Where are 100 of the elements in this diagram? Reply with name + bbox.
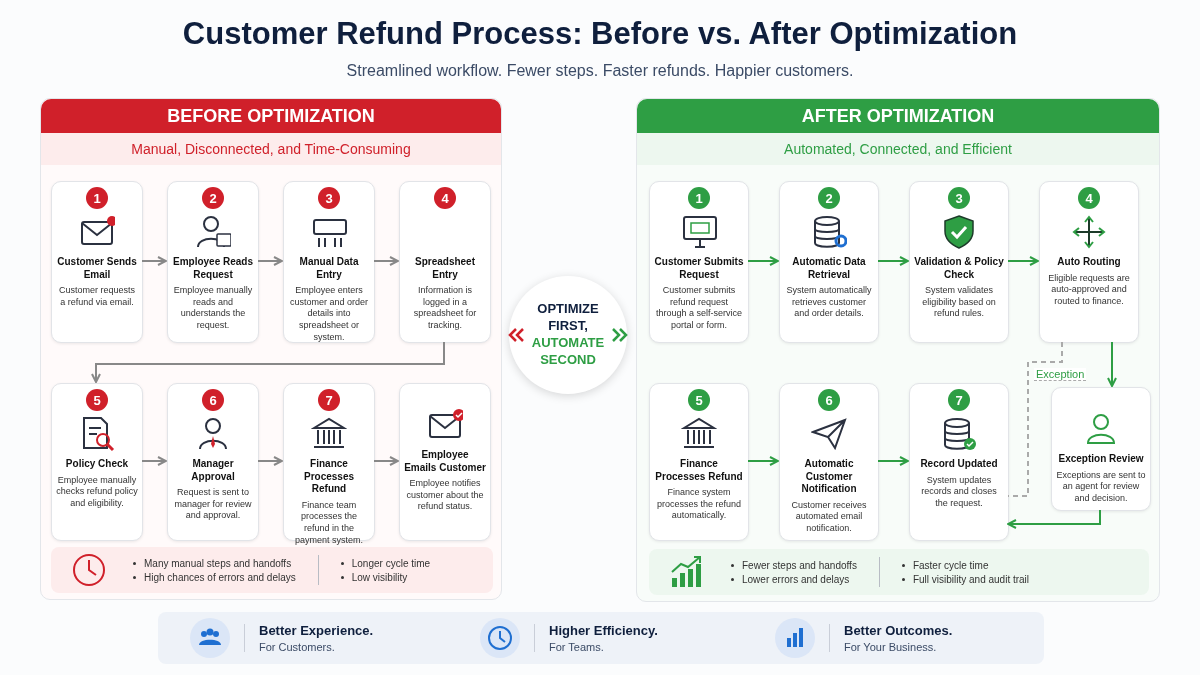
panel-heading: AFTER OPTIMIZATION [637,99,1159,133]
step-card [283,181,375,343]
center-circle [509,276,627,394]
step-card [909,383,1009,541]
arrow [373,256,399,266]
bullet-text: Fewer steps and handoffs [742,559,857,571]
panel-subheading: Automated, Connected, and Efficient [637,133,1159,165]
slogan-text: AUTOMATE SECOND [530,335,606,369]
arrow [747,456,779,466]
step-title: Spreadsheet Entry [414,256,476,281]
arrow [877,256,909,266]
step-description: Employee manually checks refund policy and eligibility. [56,474,138,510]
edge-label: Exception [1034,368,1087,381]
step-title: Record Updated [920,458,998,471]
step-description: Exceptions are sent to an agent for review and decision. [1056,469,1146,505]
step-card [649,383,749,541]
summary-panel [649,549,1149,595]
step-card [779,181,879,343]
step-title: Finance Processes Refund [302,458,355,496]
dashed-connector [1007,341,1063,497]
step-title: Finance Processes Refund [654,458,744,483]
bullet-text: Low visibility [351,571,408,583]
step-description: Employee notifies customer about the refund status. [405,478,485,514]
step-description: Customer submits refund request through a self-service portal or form. [654,285,743,332]
step-number-badge: 6 [202,389,224,411]
benefit-subtext: For Customers. [259,641,336,653]
step-title: Employee Reads Request [172,256,254,281]
panel-subheading: Manual, Disconnected, and Time-Consuming [41,133,501,165]
step-title: Customer Submits Request [654,256,744,281]
step-card [909,181,1009,343]
benefit-subtext: For Teams. [549,641,605,653]
step-number-badge: 5 [86,389,108,411]
arrow [257,456,283,466]
step-card [649,181,749,343]
step-number-badge: 3 [948,187,970,209]
step-title: Auto Routing [1057,256,1121,269]
step-number-badge: 1 [688,187,710,209]
arrow [141,456,167,466]
arrow [373,456,399,466]
step-card [51,383,143,541]
step-number-badge: 7 [948,389,970,411]
benefit-subtext: For Your Business. [844,641,938,653]
step-description: System updates records and closes the request. [920,474,998,510]
step-title: Validation & Policy Check [914,256,1004,281]
bullet-text: Faster cycle time [912,559,989,571]
bullet-text: Full visibility and audit trail [912,573,1030,585]
step-number-badge: 7 [318,389,340,411]
step-number-badge: 6 [818,389,840,411]
step-title: Automatic Data Retrieval [791,256,867,281]
arrow [877,456,909,466]
step-description: Request is sent to manager for review and approval. [173,487,253,523]
step-card [51,181,143,343]
step-title: Manager Approval [190,458,236,483]
step-description: System automatically retrieves customer and order details. [785,285,873,321]
step-description: Employee manually reads and understands the request. [172,285,254,332]
step-card [167,383,259,541]
panel [40,98,502,600]
step-number-badge: 2 [818,187,840,209]
step-number-badge: 4 [1078,187,1100,209]
panel-heading: BEFORE OPTIMIZATION [41,99,501,133]
step-title: Automatic Customer Notification [800,458,858,496]
bullet-text: Many manual steps and handoffs [144,557,292,569]
panel [636,98,1160,602]
step-card [779,383,879,541]
step-title: Policy Check [65,458,129,471]
step-card [167,181,259,343]
arrow [1007,256,1039,266]
step-card [399,181,491,343]
arrow [747,256,779,266]
step-number-badge: 3 [318,187,340,209]
arrow [91,341,445,383]
arrow [141,256,167,266]
step-number-badge: 1 [86,187,108,209]
step-description: Customer receives automated email notification. [790,499,868,535]
step-number-badge: 4 [434,187,456,209]
step-description: Finance system processes the refund automatically. [655,487,743,523]
step-title: Manual Data Entry [298,256,360,281]
step-title: Exception Review [1058,453,1144,466]
step-number-badge: 2 [202,187,224,209]
bullet-text: High chances of errors and delays [144,571,296,583]
arrow [1007,509,1101,529]
step-card [399,383,491,541]
step-card [1051,387,1151,511]
step-title: Employee Emails Customer [404,449,486,474]
step-title: Customer Sends Email [56,256,138,281]
bullet-text: Longer cycle time [351,557,431,569]
step-description: Information is logged in a spreadsheet for tracking. [412,285,478,332]
summary-panel [51,547,493,593]
benefit-heading: Better Experience. [259,623,374,638]
subtitle-text: Streamlined workflow. Fewer steps. Faster refunds. Happier customers. [346,62,854,80]
diagram-title: Customer Refund Process: Before vs. After Optimization [181,16,1019,52]
benefit-heading: Higher Efficiency. [549,623,658,638]
arrow [257,256,283,266]
arrow [1107,341,1117,387]
step-description: Finance team processes the refund in the payment system. [294,499,364,547]
slogan-text: OPTIMIZE FIRST, [536,301,600,335]
bullet-text: Lower errors and delays [742,573,850,585]
step-number-badge: 5 [688,389,710,411]
benefit-heading: Better Outcomes. [844,623,953,638]
step-card [1039,181,1139,343]
